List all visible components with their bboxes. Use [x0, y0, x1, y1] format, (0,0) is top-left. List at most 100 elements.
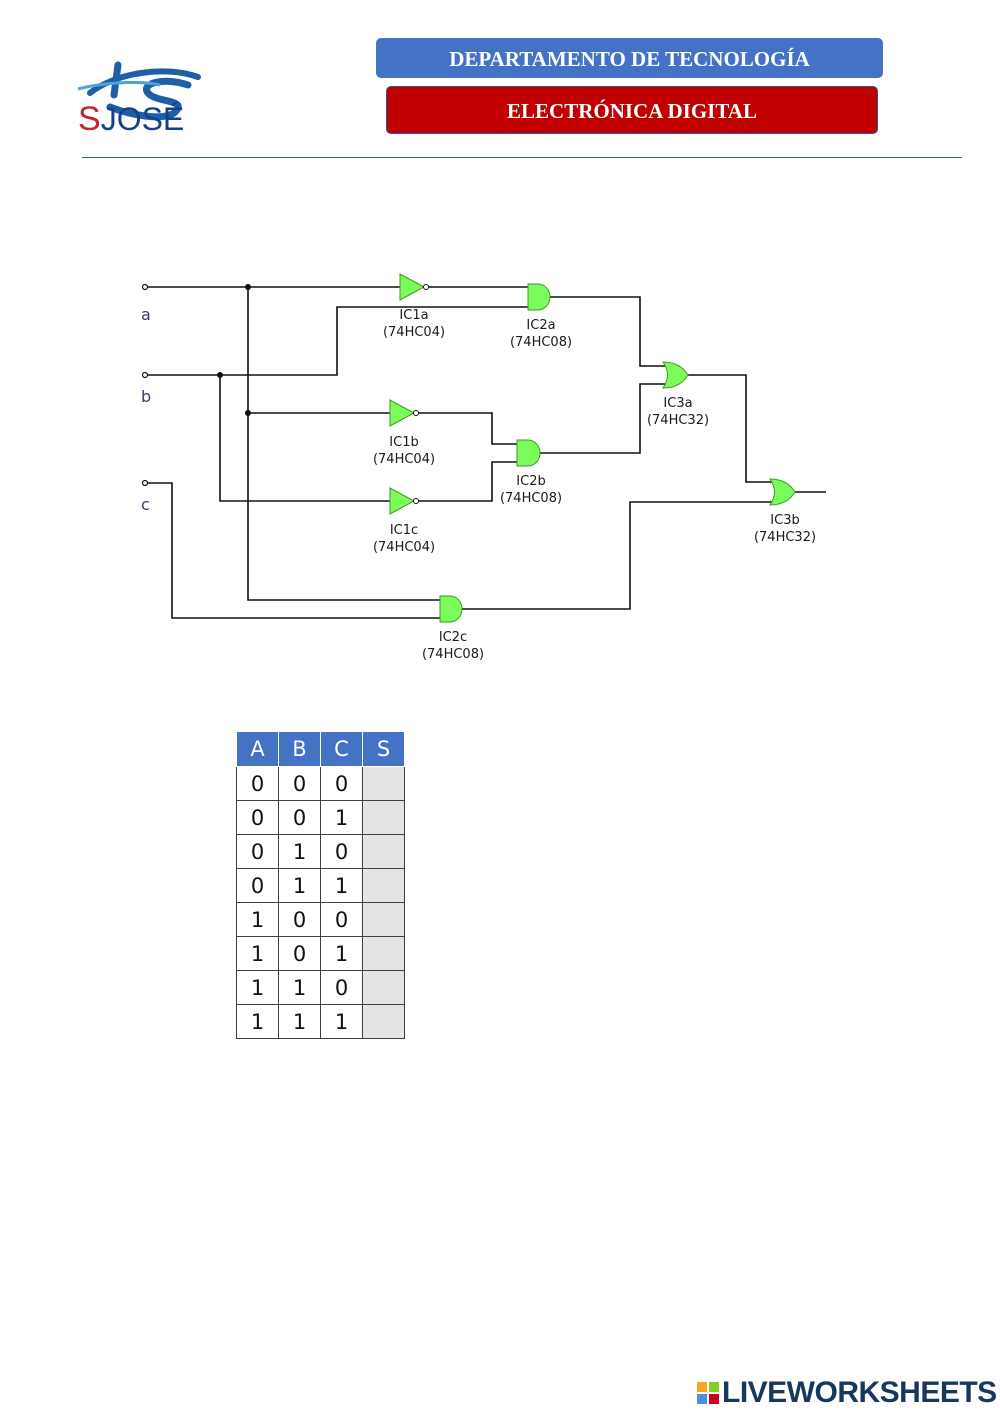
gate-part: (74HC04)	[373, 452, 435, 467]
wire-b	[147, 306, 528, 376]
cell-c: 0	[320, 834, 363, 869]
or-gate-ic3b	[769, 478, 796, 506]
wire-ic3a-out	[688, 374, 772, 483]
gate-part: (74HC08)	[500, 491, 562, 506]
wire-ic1c-out	[418, 461, 517, 502]
gate-label: IC2a	[526, 318, 555, 333]
cell-a: 1	[236, 902, 279, 937]
wire-ic1b-out	[418, 412, 517, 445]
table-row: 0 0 1	[236, 800, 405, 835]
header-divider	[82, 157, 962, 158]
cell-a: 0	[236, 834, 279, 869]
header-c: C	[320, 731, 363, 767]
answer-input-s[interactable]	[362, 766, 405, 801]
logic-circuit-diagram: a b c IC1a (74HC04) IC1b (74HC04) IC1c (…	[141, 273, 826, 662]
terminal-c	[141, 479, 149, 487]
wire-c	[147, 482, 440, 619]
truth-table-header-row: A B C S	[236, 731, 405, 767]
header-s: S	[362, 731, 405, 767]
not-gate-ic1a	[399, 273, 426, 301]
cell-a: 0	[236, 800, 279, 835]
cell-a: 0	[236, 868, 279, 903]
answer-input-s[interactable]	[362, 834, 405, 869]
table-row: 0 1 1	[236, 868, 405, 903]
cell-b: 0	[278, 902, 321, 937]
table-row: 1 1 0	[236, 970, 405, 1005]
not-gate-ic1b	[389, 399, 416, 427]
cell-c: 1	[320, 936, 363, 971]
gate-part: (74HC04)	[373, 540, 435, 555]
cell-a: 1	[236, 970, 279, 1005]
cell-b: 0	[278, 766, 321, 801]
header-b: B	[278, 731, 321, 767]
cell-c: 0	[320, 902, 363, 937]
gate-label: IC1a	[399, 308, 428, 323]
gate-label: IC1c	[390, 523, 418, 538]
cell-b: 1	[278, 970, 321, 1005]
table-row: 0 0 0	[236, 766, 405, 801]
answer-input-s[interactable]	[362, 970, 405, 1005]
wire-b-branch	[219, 375, 390, 502]
gate-label: IC2c	[439, 630, 467, 645]
junction-dot	[245, 284, 251, 290]
cell-a: 1	[236, 1004, 279, 1039]
table-row: 0 1 0	[236, 834, 405, 869]
wire-ic2b-out	[540, 383, 665, 454]
and-gate-ic2b	[516, 439, 541, 467]
input-label-a: a	[141, 305, 151, 324]
inverter-bubble	[413, 498, 419, 504]
answer-input-s[interactable]	[362, 902, 405, 937]
inverter-bubble	[413, 410, 419, 416]
department-title: DEPARTAMENTO DE TECNOLOGÍA	[376, 38, 883, 78]
liveworksheets-brand[interactable]: LIVEWORKSHEETS	[697, 1376, 997, 1410]
terminal-a	[141, 283, 149, 291]
input-label-b: b	[141, 387, 151, 406]
cell-c: 1	[320, 800, 363, 835]
gate-part: (74HC08)	[422, 647, 484, 662]
wire-ic2a-out	[550, 296, 665, 367]
cell-c: 1	[320, 1004, 363, 1039]
and-gate-ic2a	[527, 283, 551, 311]
answer-input-s[interactable]	[362, 936, 405, 971]
and-gate-ic2c	[439, 595, 463, 623]
cell-c: 0	[320, 766, 363, 801]
cell-b: 0	[278, 800, 321, 835]
inverter-bubble	[423, 284, 429, 290]
input-label-c: c	[141, 495, 150, 514]
wire-ic2c-out	[462, 501, 772, 610]
table-row: 1 0 0	[236, 902, 405, 937]
table-row: 1 1 1	[236, 1004, 405, 1039]
answer-input-s[interactable]	[362, 800, 405, 835]
truth-table: A B C S 0 0 0 0 0 1 0 1 0 0 1 1	[236, 731, 405, 1039]
junction-dot	[217, 372, 223, 378]
not-gate-ic1c	[389, 487, 416, 515]
gate-label: IC1b	[389, 435, 418, 450]
cell-b: 0	[278, 936, 321, 971]
gate-part: (74HC04)	[383, 325, 445, 340]
cell-a: 0	[236, 766, 279, 801]
wire-a-branch	[247, 287, 440, 601]
cell-a: 1	[236, 936, 279, 971]
gate-part: (74HC08)	[510, 335, 572, 350]
answer-input-s[interactable]	[362, 1004, 405, 1039]
table-row: 1 0 1	[236, 936, 405, 971]
cell-c: 0	[320, 970, 363, 1005]
gate-part: (74HC32)	[754, 530, 816, 545]
school-logo-text: SJOSÉ	[78, 100, 185, 138]
cell-b: 1	[278, 868, 321, 903]
terminal-b	[141, 371, 149, 379]
cell-b: 1	[278, 1004, 321, 1039]
junction-dot	[245, 410, 251, 416]
school-logo-mark	[77, 61, 201, 121]
brand-text: LIVEWORKSHEETS	[722, 1376, 997, 1409]
subject-title: ELECTRÓNICA DIGITAL	[386, 86, 878, 134]
liveworksheets-logo-icon	[697, 1382, 719, 1404]
gate-label: IC3b	[770, 513, 799, 528]
cell-c: 1	[320, 868, 363, 903]
gate-label: IC2b	[516, 474, 545, 489]
header-a: A	[236, 731, 279, 767]
or-gate-ic3a	[662, 361, 689, 389]
gate-label: IC3a	[663, 396, 692, 411]
cell-b: 1	[278, 834, 321, 869]
answer-input-s[interactable]	[362, 868, 405, 903]
